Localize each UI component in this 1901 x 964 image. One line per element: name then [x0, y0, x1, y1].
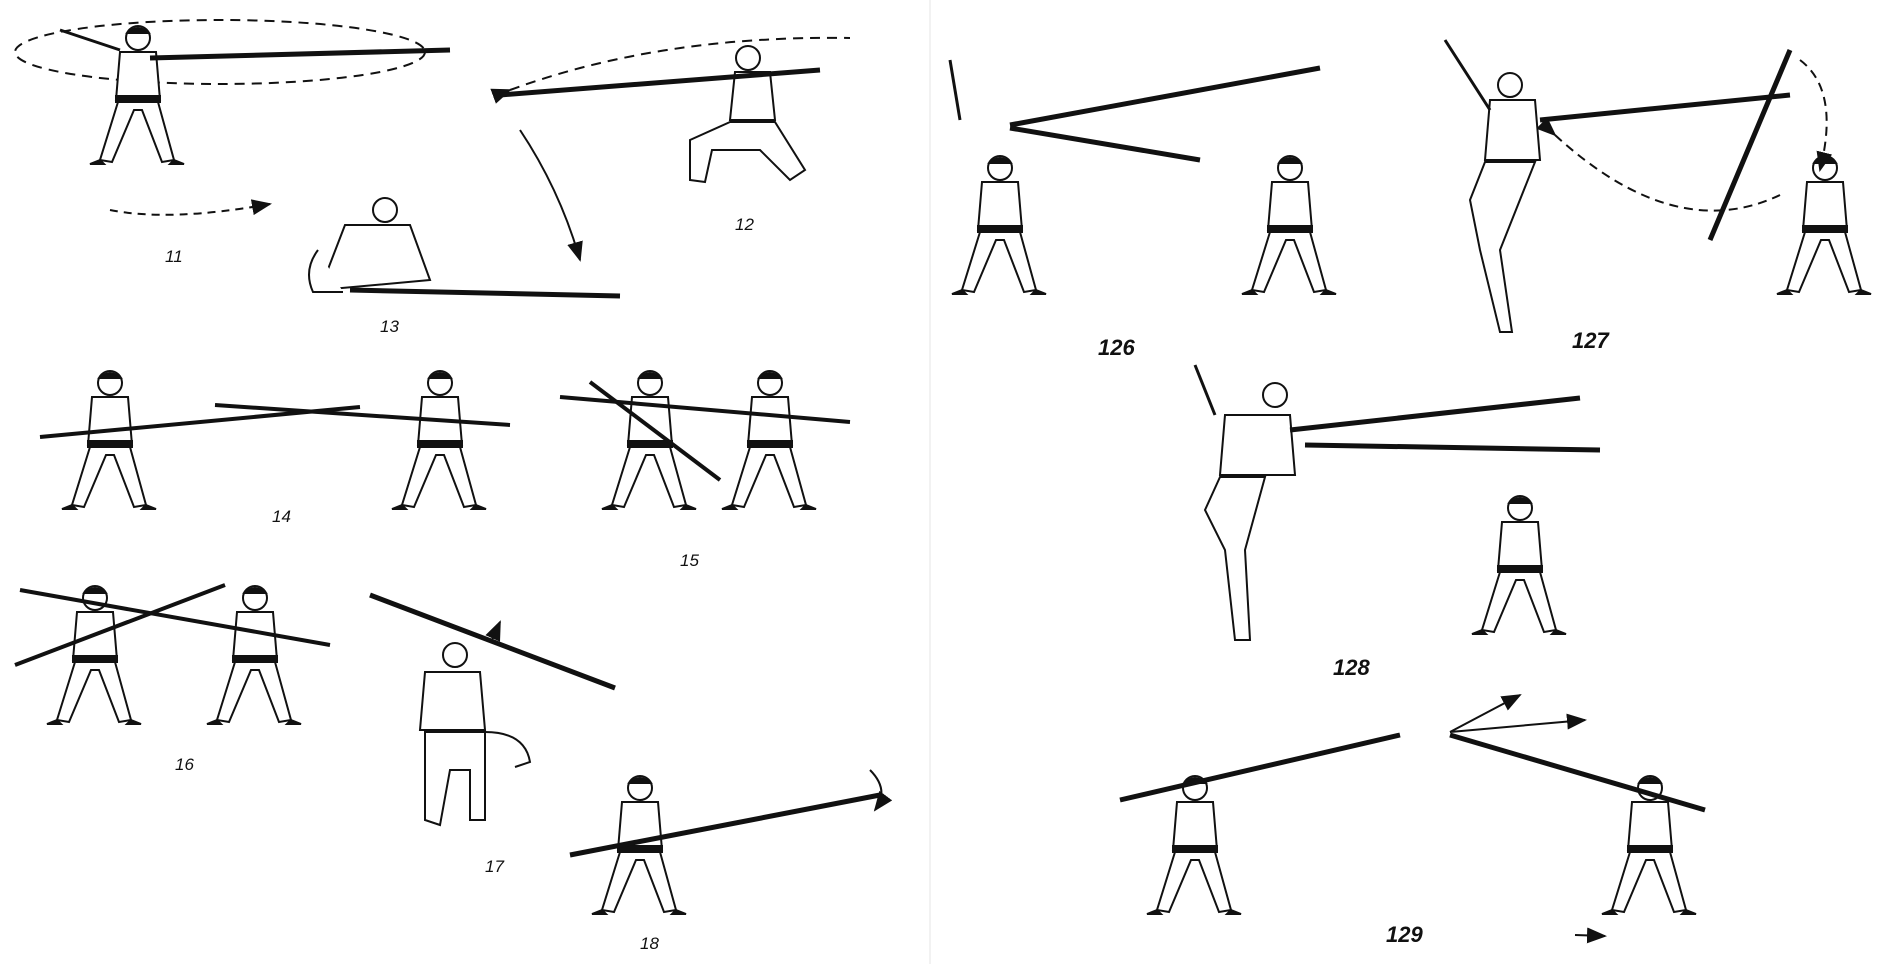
figure-label-11: 11	[165, 247, 183, 266]
figure-label-14: 14	[272, 507, 291, 526]
figure-128-drawing	[1193, 364, 1601, 641]
figure-label-16: 16	[175, 755, 194, 774]
figure-label-128: 128	[1333, 655, 1370, 680]
figure-127-drawing	[1443, 39, 1872, 333]
figure-label-12: 12	[735, 215, 754, 234]
figure-12-drawing	[490, 36, 851, 262]
figure-label-129: 129	[1386, 922, 1423, 947]
figure-129-drawing	[1119, 694, 1706, 944]
figure-17-drawing	[369, 592, 616, 827]
figure-11-drawing	[14, 19, 451, 216]
figure-label-17: 17	[485, 857, 504, 876]
figure-label-18: 18	[640, 934, 659, 953]
figure-18-drawing	[569, 769, 893, 915]
figure-13-drawing	[308, 197, 621, 299]
figure-14-drawing	[39, 370, 511, 510]
figure-126-drawing	[948, 59, 1337, 295]
figure-16-drawing	[14, 583, 331, 725]
figure-label-127: 127	[1572, 328, 1609, 353]
figure-label-126: 126	[1098, 335, 1135, 360]
figure-label-15: 15	[680, 551, 699, 570]
figure-15-drawing	[559, 370, 851, 510]
figure-label-13: 13	[380, 317, 399, 336]
